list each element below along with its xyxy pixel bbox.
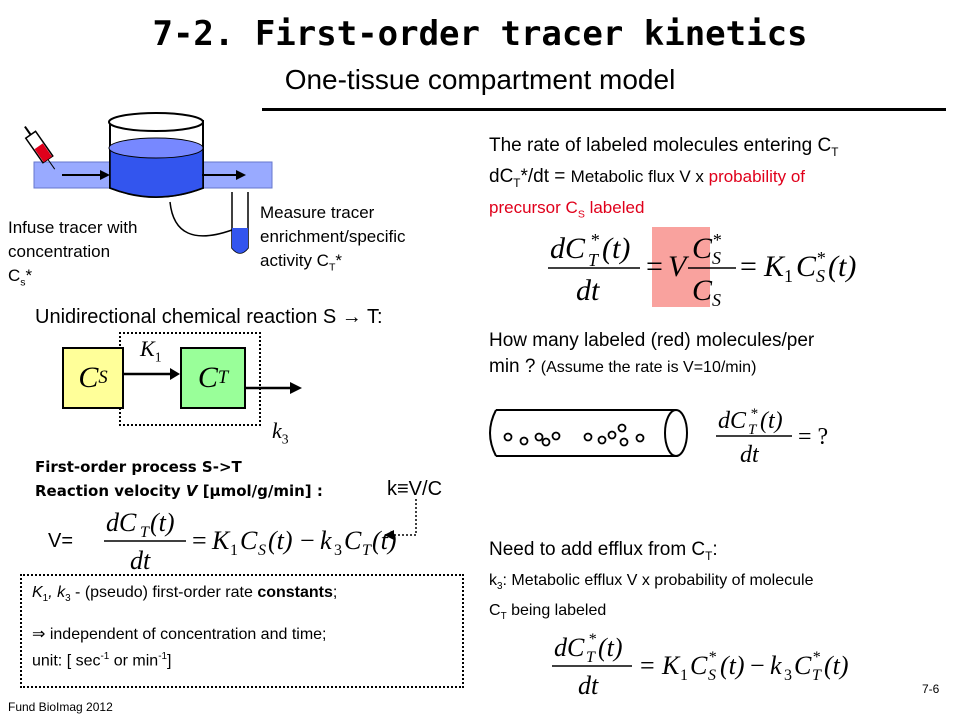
svg-text:(t): (t)	[268, 526, 293, 555]
svg-text:*: *	[712, 230, 721, 250]
svg-text:dt: dt	[576, 274, 600, 307]
tracer-apparatus-illustration	[24, 112, 273, 254]
svg-text:=: =	[646, 250, 663, 283]
reaction-arrows	[122, 368, 302, 394]
k1-label: K1	[140, 336, 162, 365]
svg-text:T: T	[588, 250, 600, 270]
first-order-text: First-order process S->T Reaction veloci…	[35, 458, 323, 500]
svg-text:dC: dC	[106, 508, 137, 537]
svg-text:dC: dC	[718, 408, 747, 434]
footer-course: Fund BioImag 2012	[8, 700, 113, 714]
svg-text:S: S	[712, 248, 721, 268]
slide-subtitle: One-tissue compartment model	[284, 64, 676, 95]
svg-text:S: S	[816, 266, 825, 286]
svg-text:C: C	[794, 651, 812, 680]
svg-text:k: k	[320, 526, 332, 555]
svg-text:T: T	[812, 667, 822, 684]
svg-text:dC: dC	[554, 633, 585, 662]
svg-text:1: 1	[784, 266, 793, 286]
svg-text:C: C	[240, 526, 258, 555]
svg-text:*: *	[590, 230, 599, 250]
svg-text:1: 1	[230, 542, 238, 559]
reaction-title: Unidirectional chemical reaction S → T:	[35, 306, 383, 328]
svg-text:*: *	[812, 649, 820, 666]
svg-text:(t): (t)	[720, 651, 745, 680]
svg-text:−: −	[300, 526, 315, 555]
highlight-box	[652, 227, 710, 307]
equation-question: dC*T (t) dt = ?	[716, 406, 828, 468]
svg-text:S: S	[708, 667, 716, 684]
svg-text:3: 3	[334, 542, 342, 559]
svg-text:dt: dt	[130, 546, 151, 575]
svg-text:dt: dt	[578, 671, 599, 700]
rate-description: The rate of labeled molecules entering C…	[489, 135, 839, 220]
svg-text:*: *	[588, 631, 596, 648]
svg-text:=: =	[192, 526, 207, 555]
svg-text:dC: dC	[550, 232, 586, 265]
svg-text:= ?: = ?	[798, 424, 828, 450]
svg-text:T: T	[586, 649, 596, 666]
measure-label: Measure tracer enrichment/specific activ…	[260, 203, 406, 274]
k3-label: k3	[272, 418, 289, 447]
svg-text:1: 1	[680, 667, 688, 684]
svg-text:C: C	[690, 651, 708, 680]
svg-text:S: S	[712, 290, 721, 310]
svg-text:*: *	[816, 248, 825, 268]
svg-text:T: T	[362, 542, 372, 559]
v-equals-label: V=	[48, 530, 74, 552]
svg-text:k: k	[770, 651, 782, 680]
svg-text:*: *	[708, 649, 716, 666]
rate-constants-note: K1, k3 - (pseudo) first-order rate const…	[20, 574, 464, 688]
footer-page-number: 7-6	[922, 682, 940, 696]
dotted-pointer-arrow	[384, 499, 417, 540]
title-rule	[262, 108, 946, 111]
svg-text:(t): (t)	[602, 232, 630, 265]
svg-text:(t): (t)	[598, 633, 623, 662]
svg-text:V: V	[668, 250, 690, 283]
svg-text:(t): (t)	[150, 508, 175, 537]
svg-text:C: C	[692, 232, 713, 265]
svg-text:=: =	[640, 651, 655, 680]
svg-text:(t): (t)	[824, 651, 849, 680]
efflux-text: Need to add efflux from CT: k3: Metaboli…	[489, 539, 814, 623]
slide-title: 7-2. First-order tracer kinetics	[152, 14, 808, 54]
infuse-label: Infuse tracer with concentration Cs*	[8, 218, 138, 289]
svg-text:K: K	[661, 651, 681, 680]
svg-text:C: C	[692, 274, 713, 307]
how-many-question: How many labeled (red) molecules/per min…	[489, 330, 815, 377]
svg-text:T: T	[748, 422, 758, 438]
svg-text:=: =	[740, 250, 757, 283]
svg-text:3: 3	[784, 667, 792, 684]
svg-text:C: C	[796, 250, 817, 283]
svg-text:−: −	[750, 651, 765, 680]
svg-text:C: C	[344, 526, 362, 555]
svg-text:K: K	[763, 250, 786, 283]
tube-molecules-illustration	[489, 409, 688, 457]
svg-text:(t): (t)	[828, 250, 856, 283]
svg-text:K: K	[211, 526, 231, 555]
k-definition: k≡V/C	[387, 478, 443, 500]
svg-text:S: S	[258, 542, 266, 559]
svg-text:dt: dt	[740, 442, 760, 468]
svg-text:*: *	[750, 406, 758, 422]
svg-text:T: T	[140, 524, 150, 541]
svg-text:(t): (t)	[760, 408, 783, 434]
